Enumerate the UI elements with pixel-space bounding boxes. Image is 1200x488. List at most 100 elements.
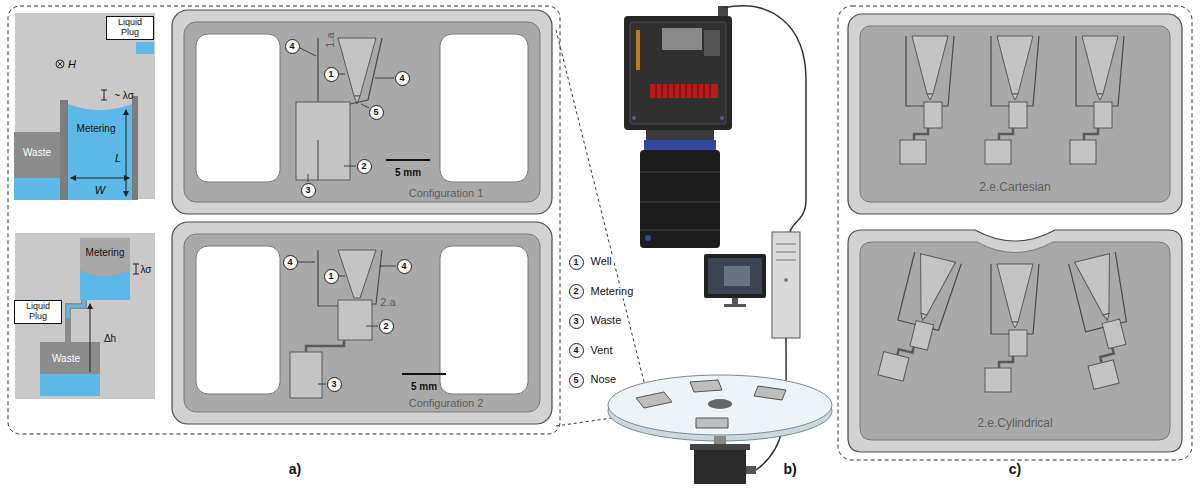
callout-number: 4 (289, 42, 294, 51)
card-face (860, 26, 1170, 202)
legend-key: 1Well (569, 255, 584, 270)
dimension-arrow (71, 178, 129, 179)
dimension-label: Δh (104, 333, 116, 344)
lens-ring (644, 140, 716, 150)
into-page-symbol (57, 61, 63, 67)
camera-body (624, 16, 732, 130)
callout-circle: 4 (283, 255, 298, 270)
metering-chamber (338, 300, 372, 340)
callout-number: 2 (573, 287, 578, 296)
callout-box: Liquid Plug (14, 300, 62, 324)
engraved-label: 1.a (324, 32, 336, 47)
lens-mark (645, 235, 651, 241)
dimension-label: L (115, 152, 121, 164)
screen-image (724, 266, 750, 286)
card-rim (172, 10, 552, 214)
camera-port (704, 30, 720, 56)
callout-number: 3 (573, 317, 578, 326)
cable (723, 6, 806, 232)
motor-body (694, 450, 746, 484)
camera-face (630, 22, 726, 124)
panel-frame (8, 6, 560, 434)
lens (640, 150, 720, 248)
callout-number: 4 (287, 258, 292, 267)
callout-circle: 3 (327, 377, 342, 392)
legend-key: 4Vent (569, 343, 584, 358)
chamber-wall (132, 96, 138, 200)
callout-circle: 2 (357, 159, 372, 174)
chip-slot (696, 418, 728, 428)
callout-circle: 4 (395, 71, 410, 86)
water (68, 300, 84, 318)
stepper-motor (690, 436, 756, 484)
dimension-label: H (68, 58, 76, 70)
screw (632, 116, 636, 120)
card-rim (848, 14, 1182, 214)
chamber (296, 102, 350, 180)
callout-number: 2 (383, 322, 388, 331)
channel-unit (985, 264, 1039, 392)
monitor (704, 254, 766, 298)
computer (704, 232, 800, 338)
callout-number: 2 (361, 162, 366, 171)
callout-circle: 4 (397, 259, 412, 274)
legend-key: 3Waste (569, 314, 584, 329)
legend-key: 5Nose (569, 373, 584, 388)
channel-unit (900, 36, 954, 164)
channel-unit (985, 36, 1039, 164)
dimension-label: W (95, 184, 105, 196)
configuration-name: Configuration 1 (409, 187, 484, 199)
channel (68, 300, 84, 342)
legend-text: Waste (589, 314, 624, 327)
panel-frame (838, 6, 1192, 460)
well (338, 250, 376, 298)
chamber-label: Metering (86, 247, 125, 258)
callout-circle: 4 (285, 39, 300, 54)
flange (690, 444, 750, 450)
dimension-arrow (126, 110, 127, 196)
panel-label: b) (783, 462, 796, 477)
metering-chamber (80, 238, 130, 300)
tower-bays (776, 244, 796, 260)
camera-plate (662, 28, 702, 50)
window (440, 34, 528, 182)
dimension-label: λσ (140, 264, 151, 275)
chamber-wall (60, 100, 68, 200)
callout-number: 4 (399, 74, 404, 83)
legend-text: Well (589, 255, 614, 268)
callout-circle: 1 (324, 67, 339, 82)
chamber-label: Metering (77, 123, 116, 134)
window (196, 246, 280, 394)
chip-card (848, 14, 1182, 214)
chip-card: 2.a5 mmConfiguration 241423 (172, 222, 552, 424)
chip-card (172, 222, 552, 424)
dimension-label: ~ λσ (114, 90, 134, 101)
turntable-top (608, 375, 832, 435)
turntable (608, 375, 832, 441)
configuration-name: Configuration 2 (409, 397, 484, 409)
window (440, 246, 528, 394)
callout-number: 1 (328, 70, 333, 79)
panel-label: a) (289, 462, 301, 477)
callout-circle: 2 (379, 319, 394, 334)
water (40, 374, 100, 396)
callout-number: 4 (401, 262, 406, 271)
vent (318, 250, 338, 306)
scale-bar (386, 159, 430, 161)
callout-number: 1 (573, 258, 578, 267)
chamber-label: Waste (52, 353, 80, 364)
waste-chamber (290, 352, 322, 398)
chip-card: 2.e.Cylindrical (848, 230, 1182, 452)
chip-slot (690, 380, 722, 392)
chip-slot (754, 386, 786, 400)
scale-label: 5 mm (395, 167, 421, 178)
legend-text: Vent (589, 344, 615, 357)
camera-grille (656, 84, 710, 98)
camera-grille (650, 84, 718, 98)
card-rim (848, 230, 1182, 452)
chamber-label: Waste (23, 147, 51, 158)
water (14, 178, 60, 200)
monitor-stand (732, 298, 738, 304)
chip-card: 2.e.Cartesian (848, 14, 1182, 214)
